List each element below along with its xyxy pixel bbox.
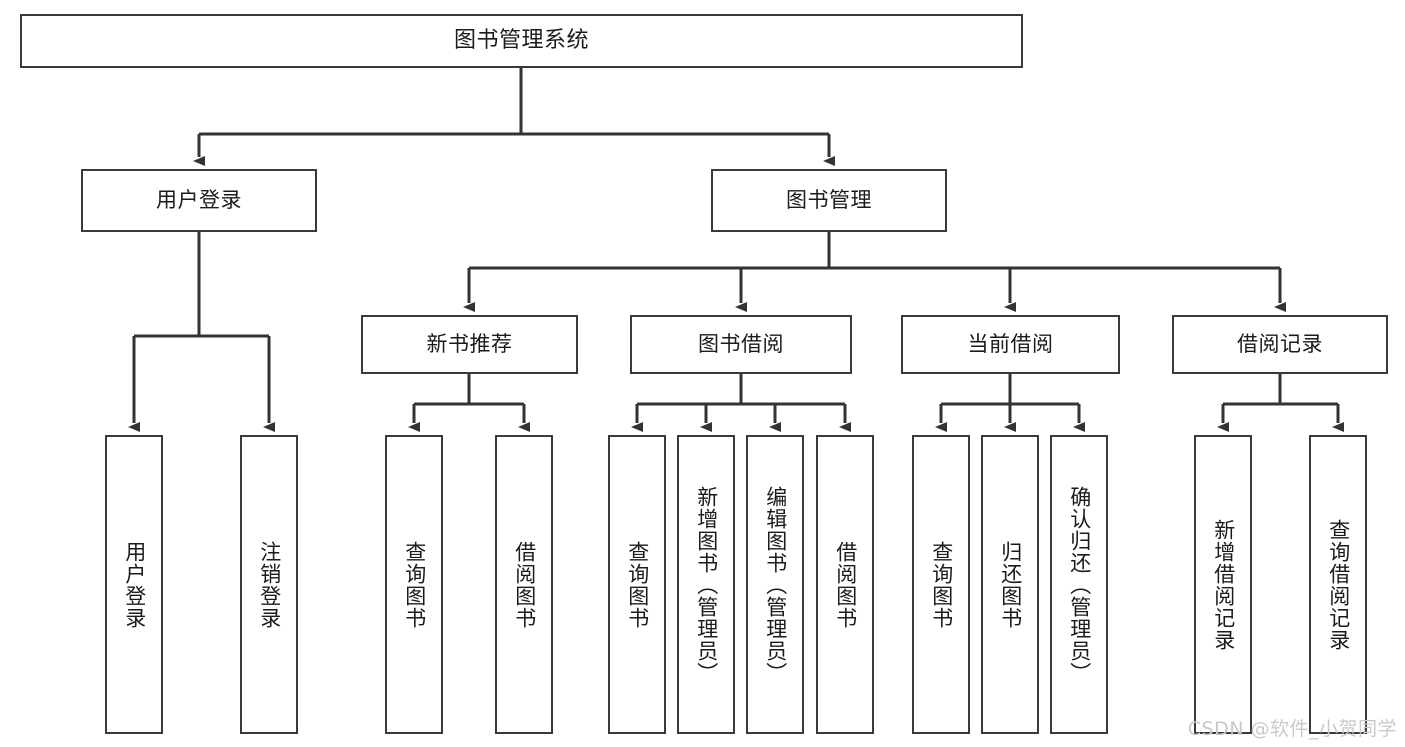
- node-label: 新增借阅记录: [1211, 518, 1236, 651]
- node-label: 借阅图书: [512, 540, 537, 629]
- leaf-borrow-edit-book[interactable]: 编辑图书（管理员）: [746, 435, 804, 734]
- leaf-current-return-book[interactable]: 归还图书: [981, 435, 1039, 734]
- leaf-new-book-query[interactable]: 查询图书: [385, 435, 443, 734]
- leaf-current-query-book[interactable]: 查询图书: [912, 435, 970, 734]
- node-label: 借阅图书: [833, 540, 858, 629]
- node-label: 确认归还（管理员）: [1067, 485, 1092, 684]
- node-root-system[interactable]: 图书管理系统: [20, 14, 1023, 68]
- node-label: 新增图书（管理员）: [694, 485, 719, 684]
- node-label: 查询借阅记录: [1326, 518, 1351, 651]
- node-label: 当前借阅: [967, 332, 1054, 357]
- leaf-record-query[interactable]: 查询借阅记录: [1309, 435, 1367, 734]
- node-label: 用户登录: [156, 188, 242, 213]
- node-label: 图书管理: [786, 188, 872, 213]
- leaf-borrow-borrow-book[interactable]: 借阅图书: [816, 435, 874, 734]
- node-user-login[interactable]: 用户登录: [81, 169, 317, 232]
- node-label: 查询图书: [625, 540, 650, 629]
- node-label: 编辑图书（管理员）: [763, 485, 788, 684]
- node-label: 借阅记录: [1237, 332, 1323, 357]
- node-book-borrow[interactable]: 图书借阅: [630, 315, 852, 374]
- node-label: 用户登录: [122, 540, 147, 629]
- leaf-user-login-logout[interactable]: 注销登录: [240, 435, 298, 734]
- leaf-user-login-login[interactable]: 用户登录: [105, 435, 163, 734]
- node-label: 新书推荐: [426, 332, 513, 357]
- node-current-borrow[interactable]: 当前借阅: [901, 315, 1120, 374]
- leaf-current-confirm-return[interactable]: 确认归还（管理员）: [1050, 435, 1108, 734]
- node-borrow-record[interactable]: 借阅记录: [1172, 315, 1388, 374]
- leaf-borrow-query-book[interactable]: 查询图书: [608, 435, 666, 734]
- node-label: 查询图书: [402, 540, 427, 629]
- node-label: 注销登录: [257, 540, 282, 629]
- node-new-book-recommend[interactable]: 新书推荐: [361, 315, 578, 374]
- node-label: 查询图书: [929, 540, 954, 629]
- watermark-text: CSDN @软件_小贺同学: [1187, 718, 1397, 740]
- leaf-new-book-borrow[interactable]: 借阅图书: [495, 435, 553, 734]
- node-label: 图书管理系统: [453, 28, 589, 54]
- leaf-borrow-add-book[interactable]: 新增图书（管理员）: [677, 435, 735, 734]
- leaf-record-add[interactable]: 新增借阅记录: [1194, 435, 1252, 734]
- node-label: 图书借阅: [698, 332, 784, 357]
- node-label: 归还图书: [998, 540, 1023, 629]
- node-book-management[interactable]: 图书管理: [711, 169, 947, 232]
